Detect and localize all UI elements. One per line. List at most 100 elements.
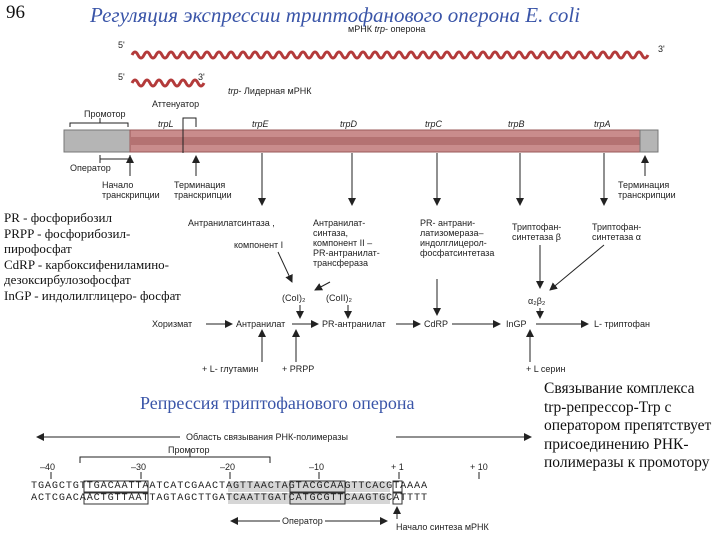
pathway-ingp: InGP [506,319,527,329]
termination-right-line1: Терминация [618,180,670,190]
leader-three-prime: 3' [198,72,205,82]
gene-label-trpe: trpE [252,119,269,129]
pathway-tryptophan: L- триптофан [594,319,650,329]
pathway-cdrp: CdRP [424,319,449,329]
gene-label-trpc: trpC [425,119,443,129]
start-base-top [392,480,403,493]
enzyme-3-line3: индолглицерол- [420,238,487,248]
mrna-label-prefix: мРНК [348,24,372,34]
legend-line-6: InGP - индолилглицеро- фосфат [4,287,181,303]
leader-five-prime: 5' [118,72,125,82]
seq-promoter-label: Промотор [168,445,210,455]
mrna-label-suffix: - оперона [384,24,426,34]
seq-promoter-bracket [79,456,271,463]
complex-coii: (CoII)₂ [326,293,352,303]
attenuator-bracket [182,117,197,127]
operon-gene-bar-stripe [130,137,640,145]
mrna-five-prime: 5' [118,40,125,50]
legend-line-5: дезоксирбулозофосфат [4,272,131,287]
gene-label-trpd: trpD [340,119,358,129]
seq-operator-label: Оператор [280,516,325,526]
pos-minus40: –40 [40,462,56,472]
mrna-label: мРНК trp- оперона [348,24,425,34]
legend-line-3: пирофосфат [4,241,72,256]
pos-plus10: + 10 [470,462,488,472]
complex-a2b2: α₂β₂ [528,296,546,306]
trp-mrna-wave [130,50,650,60]
enzyme-3-line4: фосфатсинтетаза [420,248,495,258]
enzyme-2-line3: компонент II – [313,238,373,248]
operator-shade-bottom [228,493,390,504]
enzyme-2-label: Антранилат- синтаза, компонент II – PR-а… [313,218,380,268]
rnap-arrow-left [36,433,44,441]
enzyme-4-label: Триптофан- синтетаза β [512,222,561,242]
enzyme-3-line2: латизомераза– [420,228,484,238]
rnap-arrow-right [524,433,532,441]
gene-label-trpl: trpL [158,119,174,129]
termination-left-label: Терминация транскрипции [174,180,232,200]
start-label: Начало транскрипции [102,180,160,200]
rnap-region-label: Область связывания РНК-полимеразы [184,432,350,442]
gene-label-trpb: trpB [508,119,525,129]
operator-bracket [99,155,131,160]
enzyme-2-line5: трансфераза [313,258,369,268]
enzyme-4-line1: Триптофан- [512,222,562,232]
slide-number: 96 [6,2,25,23]
pos-plus1: + 1 [391,462,404,472]
pathway-chorismate: Хоризмат [152,319,193,329]
input-prpp: + PRPP [282,364,315,374]
enzyme-3-label: PR- антрани- латизомераза– индолглицерол… [420,218,494,258]
minus35-box-top [83,480,149,493]
mrna-start-label: Начало синтеза мРНК [396,522,489,532]
enzyme-5-label: Триптофан- синтетаза α [592,222,641,242]
input-serine: + L серин [526,364,566,374]
operator-shade-top [228,481,390,492]
slide-title: Регуляция экспрессии триптофанового опер… [90,3,581,27]
repression-title: Репрессия триптофанового оперона [140,393,415,413]
enzyme-1-label: Антранилатсинтаза , компонент I [188,218,283,250]
operator-label: Оператор [70,163,111,173]
start-label-line1: Начало [102,180,134,190]
abbreviation-legend: PR - фосфорибозил PRPP - фосфорибозил- п… [4,210,181,303]
legend-line-1: PR - фосфорибозил [4,210,112,225]
minus10-box-bottom [289,492,346,505]
enzyme-2-line1: Антранилат- [313,218,366,228]
leader-mrna-label: trp- Лидерная мРНК [228,86,312,96]
gene-label-trpa: trpA [594,119,611,129]
pos-minus10: –10 [309,462,325,472]
dna-top-strand: TGAGCTGTTGACAATTAATCATCGAACTAGTTAACTAGTA… [31,481,428,492]
enzyme-5-line1: Триптофан- [592,222,642,232]
start-label-line2: транскрипции [102,190,160,200]
termination-right-label: Терминация транскрипции [618,180,676,200]
leader-mrna-wave [130,78,206,88]
promoter-label: Промотор [84,109,126,119]
enzyme-2-line2: синтаза, [313,228,349,238]
promoter-bracket [69,122,129,127]
pos-minus20: –20 [220,462,236,472]
enzyme-1-line1: Антранилатсинтаза , [188,218,275,228]
enzyme-3-line1: PR- антрани- [420,218,476,228]
termination-left-line1: Терминация [174,180,226,190]
leader-label-italic: trp [228,86,239,96]
mrna-label-italic: trp [374,24,385,34]
enzyme-1-line2: компонент I [234,240,284,250]
e5-complex-arrow [549,244,605,291]
minus35-box-bottom [83,492,149,505]
termination-right-line2: транскрипции [618,190,676,200]
pos-minus30: –30 [131,462,147,472]
promoter-region-bar [63,129,131,153]
operator-arrow-right [380,517,388,525]
enzyme-2-line4: PR-антранилат- [313,248,380,258]
minus10-box-top [289,480,346,493]
pathway-anthranilate: Антранилат [236,319,286,329]
enzyme-4-line2: синтетаза β [512,232,561,242]
termination-left-line2: транскрипции [174,190,232,200]
binding-note: Связывание комплекса trp-репрессор-Trp с… [544,380,712,471]
legend-line-2: PRPP - фосфорибозил- [4,225,131,241]
input-glutamine: + L- глутамин [202,364,259,374]
mrna-three-prime: 3' [658,44,665,54]
legend-line-4: CdRP - карбоксифениламино- [4,256,169,272]
operator-arrow-left [230,517,238,525]
dna-bottom-strand: ACTCGACAACTGTTAATTAGTAGCTTGATCAATTGATCAT… [31,493,428,504]
